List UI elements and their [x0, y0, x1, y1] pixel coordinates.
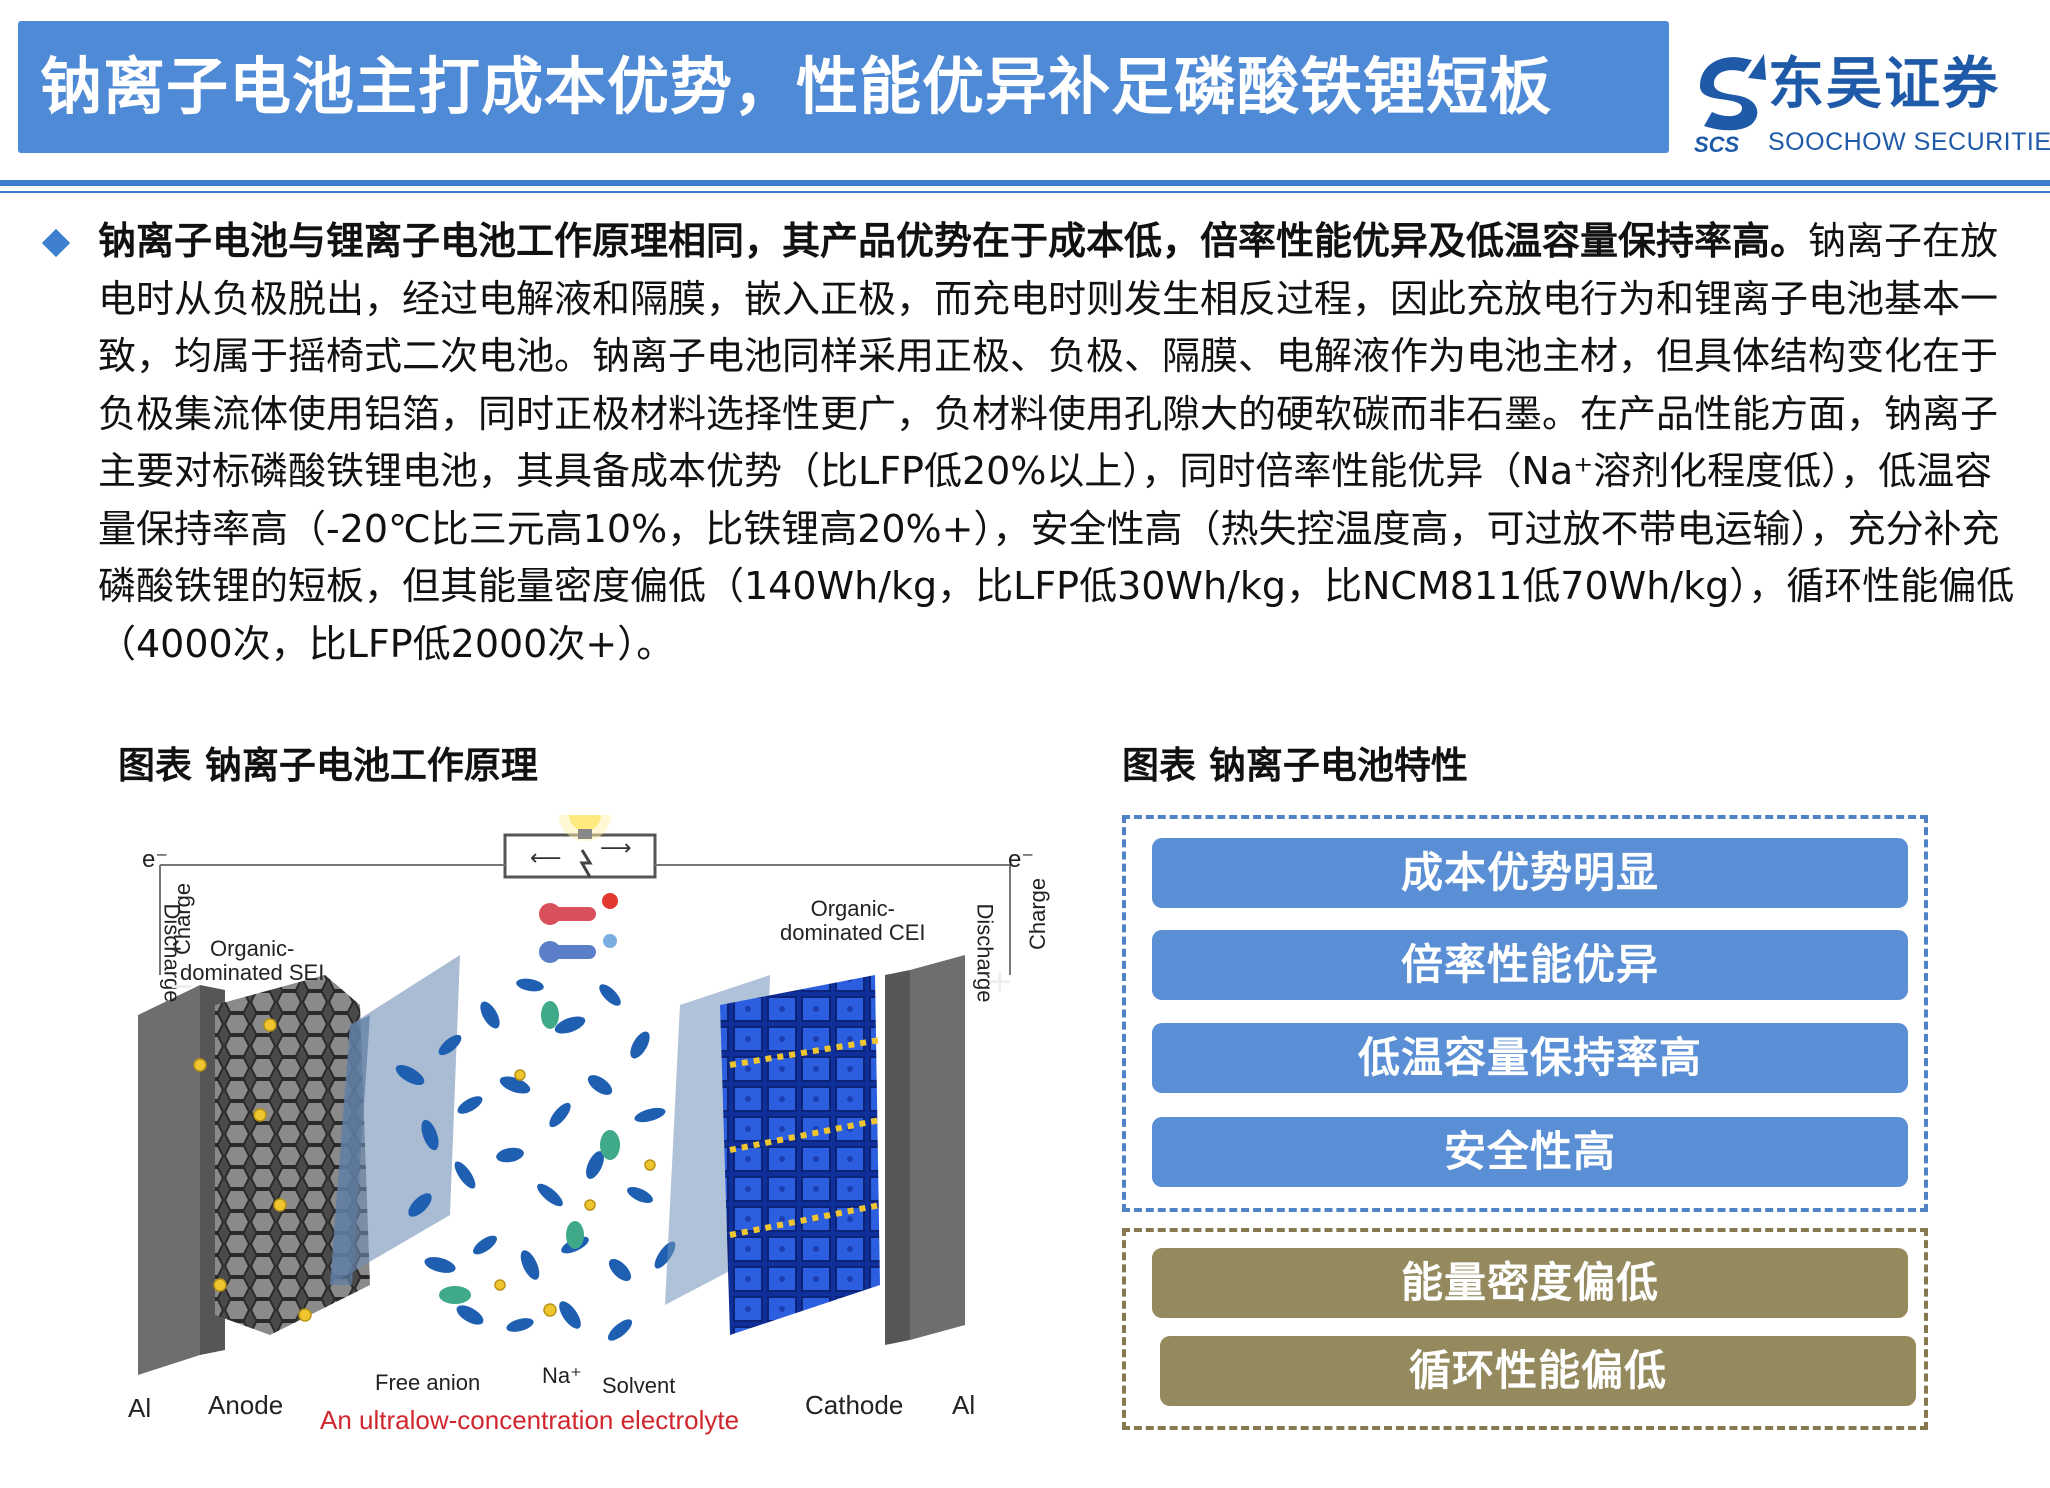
- header-divider-thin: [0, 191, 2050, 193]
- company-logo: SCS 东吴证券 SOOCHOW SECURITIES: [1692, 50, 2050, 160]
- cei-label: Organic- dominated CEI: [780, 896, 926, 945]
- disadvantages-box: [1122, 1228, 1928, 1430]
- advantage-low-temp: 低温容量保持率高: [1152, 1023, 1908, 1093]
- header-divider: [0, 180, 2050, 186]
- paragraph-lead: 钠离子电池与锂离子电池工作原理相同，其产品优势在于成本低，倍率性能优异及低温容量…: [98, 219, 1809, 263]
- cathode-label: Cathode: [805, 1390, 904, 1420]
- svg-text:⟵: ⟵: [530, 846, 562, 871]
- advantages-box: [1122, 815, 1928, 1212]
- electrolyte-caption: An ultralow-concentration electrolyte: [320, 1405, 740, 1435]
- logo-english-name: SOOCHOW SECURITIES: [1768, 128, 2050, 156]
- advantage-rate: 倍率性能优异: [1152, 930, 1908, 1000]
- solvent-label: Solvent: [602, 1373, 676, 1398]
- charge-right-label: Charge: [1025, 877, 1050, 950]
- advantage-cost: 成本优势明显: [1152, 838, 1908, 908]
- page-title: 钠离子电池主打成本优势，性能优异补足磷酸铁锂短板: [40, 50, 1553, 123]
- figure-title-right: 图表 钠离子电池特性: [1122, 744, 1468, 787]
- disadvantage-energy-density: 能量密度偏低: [1152, 1248, 1908, 1318]
- battery-diagram: ⟵ ⟶: [120, 815, 1050, 1435]
- paragraph-body: 钠离子在放电时从负极脱出，经过电解液和隔膜，嵌入正极，而充电时则发生相反过程，因…: [98, 219, 2015, 666]
- diamond-bullet-icon: [41, 228, 71, 258]
- svg-text:⟶: ⟶: [600, 836, 632, 861]
- sei-label: Organic- dominated SEI: [180, 936, 325, 985]
- scs-logo-icon: [1700, 54, 1766, 131]
- al-right-label: Al: [952, 1390, 976, 1420]
- electron-right-label: e⁻: [1008, 846, 1035, 873]
- figure-title-left: 图表 钠离子电池工作原理: [118, 744, 538, 787]
- disadvantage-cycle-life: 循环性能偏低: [1160, 1336, 1916, 1406]
- body-paragraph: 钠离子电池与锂离子电池工作原理相同，其产品优势在于成本低，倍率性能优异及低温容量…: [98, 213, 2028, 673]
- minus-sign: −: [170, 965, 194, 1009]
- advantage-safety: 安全性高: [1152, 1117, 1908, 1187]
- logo-name: 东吴证券: [1768, 52, 2000, 117]
- al-left-label: Al: [128, 1393, 152, 1423]
- free-anion-label: Free anion: [375, 1370, 481, 1395]
- title-bar: 钠离子电池主打成本优势，性能优异补足磷酸铁锂短板: [18, 21, 1669, 153]
- logo-abbr: SCS: [1694, 132, 1740, 157]
- electron-left-label: e⁻: [142, 846, 169, 873]
- battery-illustration: ⟵ ⟶: [138, 815, 1011, 1375]
- plus-sign: +: [988, 960, 1012, 1004]
- anode-label: Anode: [208, 1390, 284, 1420]
- sodium-ion-label: Na⁺: [542, 1363, 582, 1388]
